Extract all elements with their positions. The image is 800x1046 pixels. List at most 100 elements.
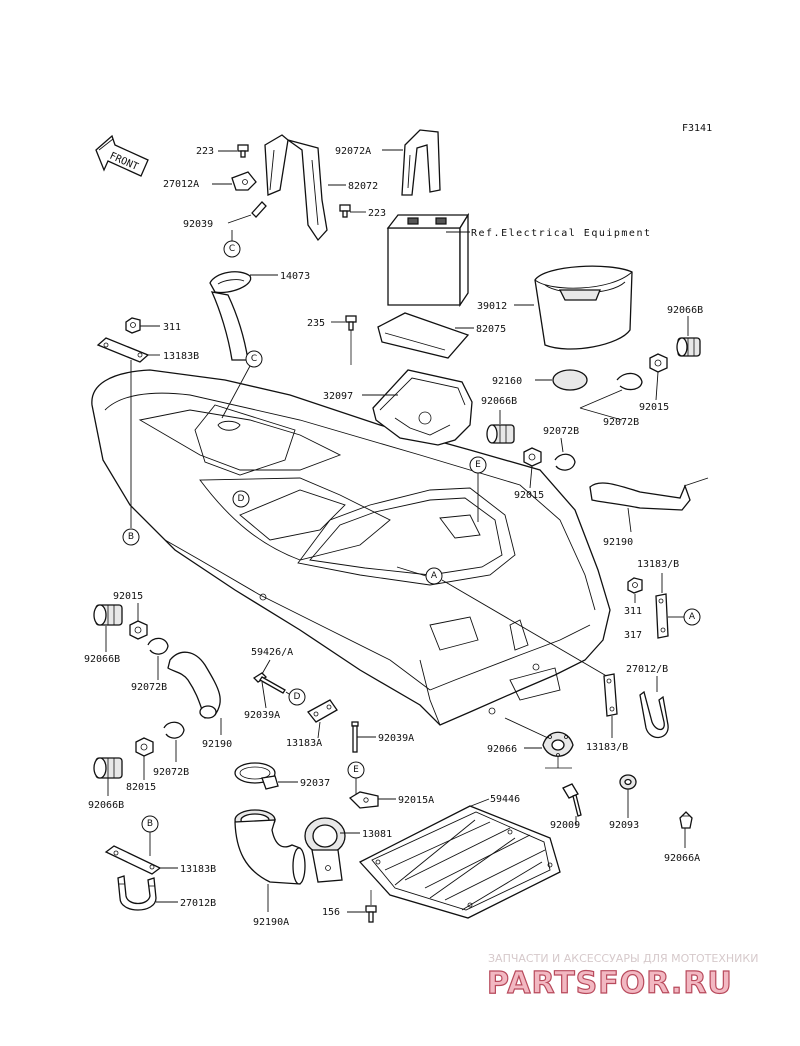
disk-92160-icon	[552, 369, 588, 391]
label-92037: 92037	[300, 778, 330, 789]
label-92072a: 92072A	[335, 146, 371, 157]
washer-92093-icon	[619, 774, 637, 790]
label-311-right: 311	[624, 606, 642, 617]
label-92160: 92160	[492, 376, 522, 387]
label-14073: 14073	[280, 271, 310, 282]
label-27012-b: 27012/B	[626, 664, 668, 675]
clamp-92072b-mid-icon	[554, 453, 576, 471]
strap-92072a-icon	[401, 129, 441, 196]
label-92093: 92093	[609, 820, 639, 831]
label-82015: 82015	[126, 782, 156, 793]
label-223-top: 223	[196, 146, 214, 157]
label-27012b: 27012B	[180, 898, 216, 909]
label-156: 156	[322, 907, 340, 918]
label-92009: 92009	[550, 820, 580, 831]
nut-311-right-icon	[627, 577, 643, 594]
label-27012a: 27012A	[163, 179, 199, 190]
callout-a-left-label: A	[431, 571, 438, 581]
label-317: 317	[624, 630, 642, 641]
label-92039a-center: 92039A	[378, 733, 414, 744]
callout-d-lower-label: D	[294, 692, 301, 702]
label-92015-mid: 92015	[514, 490, 544, 501]
battery-box-32097-icon	[372, 369, 473, 446]
callout-c-top-label: C	[229, 244, 235, 254]
plate-13183b-top-icon	[96, 337, 150, 363]
strap-82072-icon	[264, 134, 328, 242]
label-13183-b-center: 13183/B	[586, 742, 628, 753]
label-92072b-left: 92072B	[131, 682, 167, 693]
label-92039: 92039	[183, 219, 213, 230]
callout-c-lower	[245, 350, 263, 368]
front-arrow-icon: FRONT	[95, 134, 149, 177]
bolt-223-icon	[237, 144, 249, 158]
hull-deck	[91, 369, 611, 726]
pin-92039a-center-icon	[351, 721, 359, 753]
label-82075: 82075	[476, 324, 506, 335]
label-92015a: 92015A	[398, 795, 434, 806]
ring-13081-icon	[304, 817, 346, 883]
callout-c-lower-label: C	[251, 354, 257, 364]
nut-92015-right-icon	[649, 353, 668, 373]
plate-13183b-bottom-icon	[104, 845, 162, 875]
clamp-92037-icon	[234, 762, 279, 790]
callout-b-bottom-label: B	[147, 819, 153, 829]
watermark-logo: PARTSFOR.RU	[487, 966, 733, 1001]
bracket-27012a-icon	[231, 171, 257, 191]
plate-13183-b-center-icon	[603, 673, 618, 717]
elbow-92190a-icon	[234, 809, 306, 885]
label-92066b-left: 92066B	[84, 654, 120, 665]
label-311-top: 311	[163, 322, 181, 333]
hose-92190-left-icon	[167, 651, 221, 719]
pad-82075-icon	[377, 312, 470, 359]
label-13183b-bottom: 13183B	[180, 864, 216, 875]
fitting-92066b-left2-icon	[93, 757, 123, 779]
bolt-223b-icon	[339, 204, 351, 218]
fitting-92066b-left-icon	[93, 604, 123, 626]
callout-b-left-label: B	[128, 532, 134, 542]
clamp-92072b-left2-icon	[163, 721, 185, 739]
label-13081: 13081	[362, 829, 392, 840]
bracket-92015a-icon	[348, 791, 379, 809]
fitting-92066b-mid-icon	[486, 424, 515, 444]
grate-59446-icon	[358, 805, 561, 919]
battery-icon	[386, 212, 470, 308]
callout-d-top	[232, 490, 250, 508]
label-92066a: 92066A	[664, 853, 700, 864]
label-13183-b-right: 13183/B	[637, 559, 679, 570]
callout-d-lower	[288, 688, 306, 706]
label-59446: 59446	[490, 794, 520, 805]
watermark-caption: ЗАПЧАСТИ И АКСЕССУАРЫ ДЛЯ МОТОТЕХНИКИ	[488, 952, 758, 965]
callout-e-top-label: E	[475, 460, 481, 470]
nut-92015-mid-icon	[523, 447, 542, 467]
u-bolt-27012b-icon	[117, 875, 157, 911]
label-235: 235	[307, 318, 325, 329]
bolt-156-icon	[365, 905, 377, 923]
plate-13183-b-right-icon	[655, 593, 669, 639]
label-92190-right: 92190	[603, 537, 633, 548]
label-92190-left: 92190	[202, 739, 232, 750]
fitting-92066b-top-icon	[676, 337, 701, 357]
clamp-92072b-left-icon	[147, 637, 169, 655]
plate-13183a-icon	[307, 699, 338, 723]
label-13183a: 13183A	[286, 738, 322, 749]
label-92190a: 92190A	[253, 917, 289, 928]
label-92015-left: 92015	[113, 591, 143, 602]
clamp-92072b-right-icon	[616, 372, 643, 391]
label-92039a-left: 92039A	[244, 710, 280, 721]
hose-92190-right-icon	[589, 477, 709, 511]
u-bolt-27012-b-icon	[639, 690, 669, 739]
nut-92015-left-icon	[129, 620, 148, 640]
diagram-code: F3141	[682, 123, 712, 134]
label-13183b-top: 13183B	[163, 351, 199, 362]
label-92066b-mid: 92066B	[481, 396, 517, 407]
flange-92066-icon	[542, 731, 574, 757]
nut-82015-icon	[135, 737, 154, 757]
pin-92039-icon	[251, 201, 267, 218]
callout-d-top-label: D	[238, 494, 245, 504]
reference-note: Ref.Electrical Equipment	[471, 228, 652, 239]
callout-e-bottom-label: E	[353, 765, 359, 775]
label-92072b-right: 92072B	[603, 417, 639, 428]
label-92066b-top: 92066B	[667, 305, 703, 316]
label-92066b-left2: 92066B	[88, 800, 124, 811]
